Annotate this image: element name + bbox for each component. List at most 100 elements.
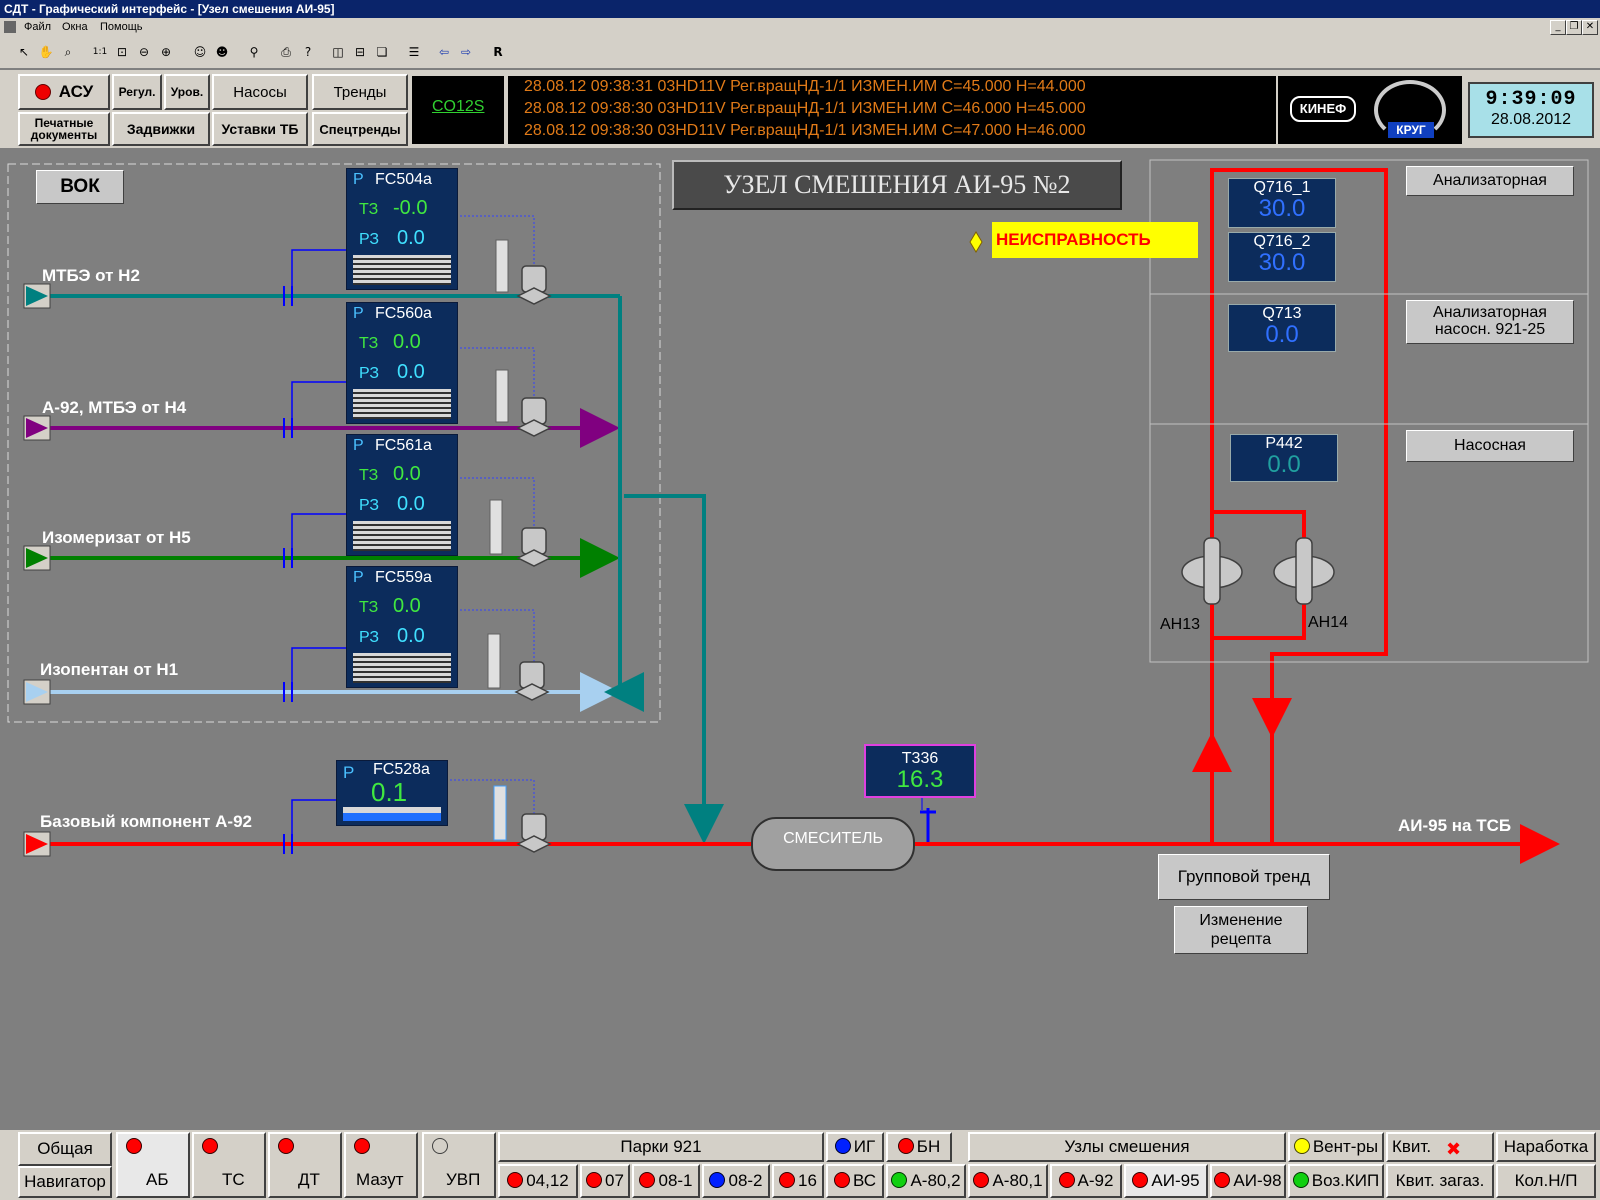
minimize-icon[interactable]: _ — [1550, 20, 1566, 35]
sensor-tag: T336 — [901, 750, 939, 767]
recipe-change-button[interactable]: Изменение рецепта — [1174, 906, 1308, 954]
group-trend-button[interactable]: Групповой тренд — [1158, 854, 1330, 900]
nav-kol-np[interactable]: Кол.Н/П — [1496, 1164, 1596, 1198]
logo-panel: КИНЕФ КРУГ — [1278, 76, 1462, 144]
controller-rz-value: 0.0 — [397, 227, 425, 249]
nav-mazut[interactable]: Мазут — [344, 1132, 418, 1198]
trendy-button[interactable]: Тренды — [312, 74, 408, 110]
pump-icon — [1181, 537, 1335, 605]
regul-button[interactable]: Регул. — [112, 74, 162, 110]
message-line: 28.08.12 09:38:31 03HD11V Рег.вращНД-1/1… — [524, 78, 1086, 95]
nav-kvit[interactable]: Квит. ✖ — [1386, 1132, 1494, 1162]
zadvizhki-button[interactable]: Задвижки — [112, 112, 210, 146]
menu-help[interactable]: Помощь — [100, 21, 143, 33]
controller-tz-value: 0.0 — [393, 463, 421, 485]
nav-uzly-header[interactable]: Узлы смешения — [968, 1132, 1286, 1162]
room-pump[interactable]: Насосная — [1406, 430, 1574, 462]
magnify-icon[interactable]: ⌕ — [64, 45, 72, 59]
nav-park-0412[interactable]: 04,12 — [498, 1164, 578, 1198]
nav-uvp[interactable]: УВП — [422, 1132, 496, 1198]
menu-windows[interactable]: Окна — [62, 21, 88, 33]
message-line: 28.08.12 09:38:30 03HD11V Рег.вращНД-1/1… — [524, 122, 1086, 139]
zoom-fit-icon[interactable]: ⊡ — [116, 45, 128, 59]
analyzer-q713[interactable]: Q713 0.0 — [1228, 304, 1336, 352]
vok-button[interactable]: ВОК — [36, 170, 124, 204]
status-dot-red — [126, 1138, 142, 1154]
room-analyzer-pump[interactable]: Анализаторная насосн. 921-25 — [1406, 300, 1574, 344]
room-analyzer[interactable]: Анализаторная — [1406, 166, 1574, 196]
nav-ts[interactable]: ТС — [192, 1132, 266, 1198]
nav-uzel-a92[interactable]: А-92 — [1050, 1164, 1122, 1198]
urov-button[interactable]: Уров. — [164, 74, 210, 110]
user-icon[interactable]: ☺ — [193, 45, 207, 59]
nav-parki-header[interactable]: Парки 921 — [498, 1132, 824, 1162]
nav-park-07[interactable]: 07 — [580, 1164, 630, 1198]
help-icon[interactable]: ? — [304, 45, 312, 59]
tile-horizontal-icon[interactable]: ⊟ — [354, 45, 366, 59]
nav-dt[interactable]: ДТ — [268, 1132, 342, 1198]
back-arrow-icon[interactable]: ⇦ — [438, 45, 450, 59]
close-icon[interactable]: ✕ — [1582, 20, 1598, 35]
controller-fc561a[interactable]: P FC561a ТЗ 0.0 РЗ 0.0 — [346, 434, 458, 556]
nav-uzel-a80-1[interactable]: А-80,1 — [968, 1164, 1048, 1198]
nav-park-16[interactable]: 16 — [772, 1164, 824, 1198]
nav-kvit-zagaz[interactable]: Квит. загаз. — [1386, 1164, 1494, 1198]
forward-arrow-icon[interactable]: ⇨ — [460, 45, 472, 59]
pointer-icon[interactable]: ↖ — [18, 45, 30, 59]
controller-fc560a[interactable]: P FC560a ТЗ 0.0 РЗ 0.0 — [346, 302, 458, 424]
status-dot-red — [202, 1138, 218, 1154]
hand-icon[interactable]: ✋ — [38, 45, 54, 59]
menu-file[interactable]: Файл — [24, 21, 52, 33]
nasosy-button[interactable]: Насосы — [212, 74, 308, 110]
co-indicator[interactable]: CO12S — [412, 76, 504, 144]
tile-vertical-icon[interactable]: ◫ — [332, 45, 344, 59]
nav-navigator[interactable]: Навигатор — [18, 1166, 112, 1198]
nav-vs[interactable]: ВС — [826, 1164, 884, 1198]
nav-a80-2[interactable]: А-80,2 — [886, 1164, 966, 1198]
alarm-banner[interactable]: НЕИСПРАВНОСТЬ — [992, 222, 1198, 258]
nav-obshaya[interactable]: Общая — [18, 1132, 112, 1166]
analyzer-value: 30.0 — [1258, 249, 1306, 276]
binoculars-icon[interactable]: ⚲ — [249, 45, 259, 59]
nav-narabotka[interactable]: Наработка — [1496, 1132, 1596, 1162]
window-list-icon[interactable]: ☰ — [408, 45, 420, 59]
line-label-izomerizat: Изомеризат от Н5 — [42, 528, 191, 547]
window-title: СДТ - Графический интерфейс - [Узел смеш… — [4, 2, 335, 16]
spectrendy-button[interactable]: Спецтренды — [312, 112, 408, 146]
controller-fc528a[interactable]: P FC528a 0.1 — [336, 760, 448, 826]
print-icon[interactable]: ⎙ — [281, 45, 291, 59]
controller-fc559a[interactable]: P FC559a ТЗ 0.0 РЗ 0.0 — [346, 566, 458, 688]
title-bar: СДТ - Графический интерфейс - [Узел смеш… — [0, 0, 1600, 18]
nav-uzel-ai95[interactable]: АИ-95 — [1124, 1164, 1208, 1198]
controller-tag: FC561a — [375, 437, 432, 454]
analyzer-q716-1[interactable]: Q716_1 30.0 — [1228, 178, 1336, 228]
cascade-icon[interactable]: ❏ — [376, 45, 388, 59]
line-label-mtbe: МТБЭ от Н2 — [42, 266, 140, 285]
sensor-t336[interactable]: T336 16.3 — [864, 744, 976, 798]
clock: 9:39:09 28.08.2012 — [1468, 82, 1594, 138]
restore-icon[interactable]: ❐ — [1566, 20, 1582, 35]
asu-button[interactable]: АСУ — [18, 74, 110, 110]
user-settings-icon[interactable]: ☻ — [215, 45, 229, 59]
nav-ventry[interactable]: Вент-ры — [1288, 1132, 1384, 1162]
controller-fc504a[interactable]: P FC504a ТЗ -0.0 РЗ 0.0 — [346, 168, 458, 290]
ustavki-button[interactable]: Уставки ТБ — [212, 112, 308, 146]
nav-park-08-1[interactable]: 08-1 — [632, 1164, 700, 1198]
nav-park-08-2[interactable]: 08-2 — [702, 1164, 770, 1198]
print-docs-button[interactable]: Печатные документы — [18, 112, 110, 146]
zoom-in-icon[interactable]: ⊕ — [160, 45, 172, 59]
krug-logo-ring — [1374, 80, 1446, 140]
nav-ig[interactable]: ИГ — [826, 1132, 884, 1162]
nav-uzel-ai98[interactable]: АИ-98 — [1210, 1164, 1286, 1198]
nav-ab[interactable]: АБ — [116, 1132, 190, 1198]
controller-tag: FC559a — [375, 569, 432, 586]
analyzer-tag: Q716_2 — [1253, 233, 1311, 250]
nav-bn[interactable]: БН — [886, 1132, 952, 1162]
analyzer-p442[interactable]: P442 0.0 — [1230, 434, 1338, 482]
nav-vozkip[interactable]: Воз.КИП — [1288, 1164, 1384, 1198]
zoom-out-icon[interactable]: ⊖ — [138, 45, 150, 59]
analyzer-tag: P442 — [1265, 435, 1303, 452]
analyzer-q716-2[interactable]: Q716_2 30.0 — [1228, 232, 1336, 282]
refresh-r-button[interactable]: R — [493, 45, 503, 59]
zoom-1-1-icon[interactable]: 1:1 — [92, 47, 108, 57]
